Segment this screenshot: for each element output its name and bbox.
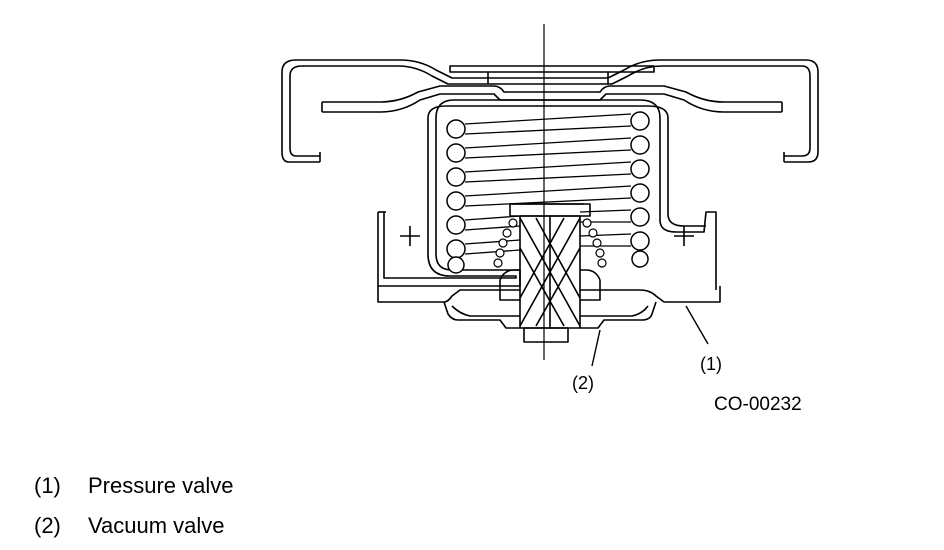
spring-wire (464, 113, 632, 255)
inner-plate-bottom (322, 93, 782, 113)
legend-item-vacuum-valve: (2) Vacuum valve (34, 506, 234, 546)
spring-coil (446, 119, 466, 139)
spring-coil (630, 231, 650, 251)
spring-coil (630, 135, 650, 155)
leader-line-2 (591, 329, 601, 367)
callout-label-1: (1) (700, 354, 722, 374)
cross-mark-left (400, 226, 420, 246)
pressure-valve-lower (443, 301, 657, 329)
legend-text: Vacuum valve (88, 513, 225, 538)
spring-housing-outer (377, 99, 717, 290)
legend-text: Pressure valve (88, 473, 234, 498)
small-spring-coil (597, 258, 607, 268)
spring-coil (446, 191, 466, 211)
callout-label-2: (2) (572, 373, 594, 393)
legend: (1) Pressure valve (2) Vacuum valve (34, 466, 234, 546)
cap-shell-outer (281, 59, 819, 163)
vacuum-valve-cap (509, 203, 591, 217)
spring-coil (447, 256, 465, 274)
spring-coil (630, 111, 650, 131)
legend-number: (2) (34, 513, 61, 538)
vacuum-seal-left (499, 269, 520, 301)
small-spring-coil (502, 228, 512, 238)
pressure-valve-seal-right (580, 305, 649, 317)
spring-coil (630, 159, 650, 179)
spring-housing-inner (383, 105, 706, 279)
legend-number: (1) (34, 473, 61, 498)
spring-coil (630, 207, 650, 227)
small-spring-coil (493, 258, 503, 268)
pressure-valve-seal-left (451, 305, 520, 317)
figure-code: CO-00232 (714, 394, 802, 415)
vacuum-seal-right (580, 269, 601, 301)
small-spring-coil (588, 228, 598, 238)
small-spring-coil (498, 238, 508, 248)
small-spring-coil (595, 248, 605, 258)
small-spring-coil (508, 218, 518, 228)
spring-coil (631, 250, 649, 268)
small-spring-coil (582, 218, 592, 228)
spring-coil (446, 167, 466, 187)
spring-coil (630, 183, 650, 203)
legend-item-pressure-valve: (1) Pressure valve (34, 466, 234, 506)
spring-coil (446, 143, 466, 163)
spring-coil (446, 239, 466, 259)
vacuum-valve-foot (523, 327, 569, 343)
small-spring-coil (495, 248, 505, 258)
cap-shell-inner (289, 65, 811, 157)
leader-line-1 (685, 305, 709, 345)
inner-plate-top (322, 85, 782, 103)
spring-coil (446, 215, 466, 235)
small-spring-coil (592, 238, 602, 248)
cross-mark-right (674, 226, 694, 246)
top-plate (449, 65, 655, 73)
